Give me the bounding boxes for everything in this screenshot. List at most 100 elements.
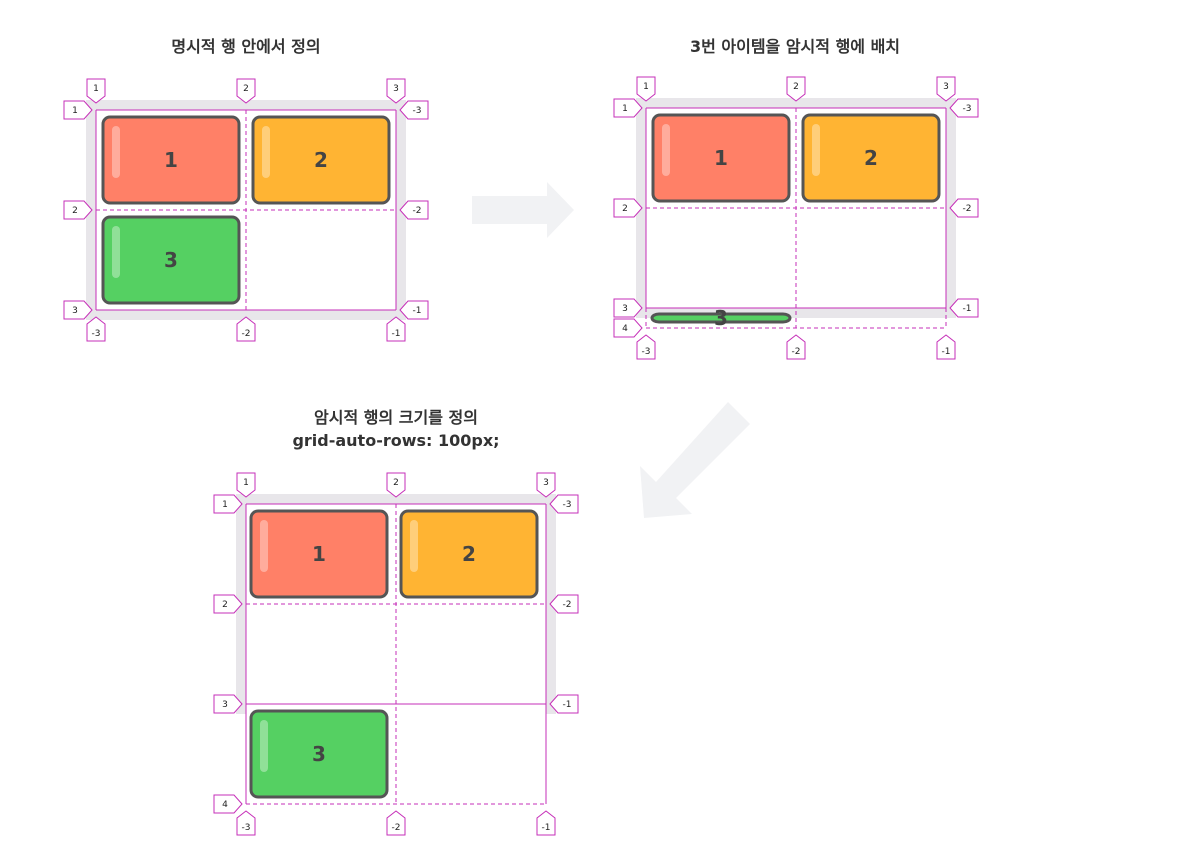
col-tag: [936, 334, 956, 360]
item-3: 3: [101, 215, 241, 305]
item-label: 3: [164, 248, 178, 272]
col-tag: [786, 76, 806, 102]
title-implicit: 3번 아이템을 암시적 행에 배치: [690, 37, 900, 56]
tag-label: 3: [72, 306, 78, 316]
item-label: 1: [312, 542, 326, 566]
tag-label: -3: [563, 500, 572, 510]
item-1: 1: [651, 113, 791, 203]
item-highlight: [260, 720, 268, 772]
item-label: 1: [714, 146, 728, 170]
col-tag: [386, 78, 406, 104]
tag-label: 3: [943, 82, 949, 92]
item-box: [249, 709, 389, 799]
tag-label: 2: [622, 204, 628, 214]
tag-label: 3: [622, 304, 628, 314]
item-3-collapsed: 3: [650, 306, 792, 330]
tag-label: -2: [792, 347, 801, 357]
item-label: 3: [714, 306, 728, 330]
col-tag: [536, 810, 556, 836]
item-box: [650, 312, 792, 324]
tag-label: -1: [563, 700, 572, 710]
col-tag: [386, 810, 406, 836]
tag-label: 1: [243, 478, 249, 488]
tag-label: 3: [543, 478, 549, 488]
tag-label: -2: [242, 329, 251, 339]
col-tag: [636, 76, 656, 102]
tag-label: 2: [243, 84, 249, 94]
col-tag: [936, 76, 956, 102]
tag-label: 1: [643, 82, 649, 92]
tag-label: -3: [963, 104, 972, 114]
tag-label: 1: [72, 106, 78, 116]
tag-label: 3: [393, 84, 399, 94]
item-box: [651, 113, 791, 203]
row-tag: [399, 300, 429, 320]
row-tag: [213, 794, 243, 814]
tag-label: 2: [393, 478, 399, 488]
item-box: [101, 115, 241, 205]
tag-label: -1: [542, 823, 551, 833]
row-tag: [213, 594, 243, 614]
tag-label: -3: [413, 106, 422, 116]
diagram-explicit: 1 2 3 1 -3 2 -2 3 -1 1 -3 2 -2 3 -1: [63, 78, 429, 342]
item-2: 2: [251, 115, 391, 205]
arrow-down-left-icon: [640, 402, 750, 518]
row-tag: [549, 494, 579, 514]
row-tag: [63, 200, 93, 220]
tag-label: -3: [242, 823, 251, 833]
tag-label: 1: [93, 84, 99, 94]
arrow-right-icon: [472, 182, 574, 238]
col-tag: [236, 316, 256, 342]
item-box: [249, 509, 389, 599]
tag-label: -3: [92, 329, 101, 339]
item-box: [399, 509, 539, 599]
col-tag: [86, 78, 106, 104]
item-highlight: [260, 520, 268, 572]
item-highlight: [410, 520, 418, 572]
row-tag: [399, 100, 429, 120]
col-tag: [786, 334, 806, 360]
row-tag: [213, 494, 243, 514]
item-1: 1: [101, 115, 241, 205]
row-tag: [399, 200, 429, 220]
title-sized: 암시적 행의 크기를 정의: [314, 408, 478, 427]
row-tag: [949, 98, 979, 118]
tag-label: -2: [413, 206, 422, 216]
row-tag: [949, 198, 979, 218]
item-highlight: [262, 126, 270, 178]
row-tag: [549, 694, 579, 714]
tag-label: -2: [963, 204, 972, 214]
tag-label: 4: [622, 324, 628, 334]
item-1: 1: [249, 509, 389, 599]
item-2: 2: [399, 509, 539, 599]
item-highlight: [662, 124, 670, 176]
row-tag: [949, 298, 979, 318]
tag-label: 3: [222, 700, 228, 710]
col-tag: [236, 78, 256, 104]
row-tag: [63, 300, 93, 320]
tag-label: -1: [392, 329, 401, 339]
col-tag: [236, 472, 256, 498]
tag-label: -1: [413, 306, 422, 316]
tag-label: 2: [793, 82, 799, 92]
title-explicit: 명시적 행 안에서 정의: [171, 37, 320, 56]
item-highlight: [112, 126, 120, 178]
item-label: 2: [864, 146, 878, 170]
col-tag: [86, 316, 106, 342]
row-tag: [549, 594, 579, 614]
tag-label: 2: [72, 206, 78, 216]
item-label: 3: [312, 742, 326, 766]
item-3: 3: [249, 709, 389, 799]
row-tag: [613, 318, 643, 338]
tag-label: -2: [392, 823, 401, 833]
tag-label: -2: [563, 600, 572, 610]
row-tag: [613, 198, 643, 218]
item-box: [251, 115, 391, 205]
item-box: [101, 215, 241, 305]
item-label: 1: [164, 148, 178, 172]
item-box: [801, 113, 941, 203]
tag-label: -1: [963, 304, 972, 314]
